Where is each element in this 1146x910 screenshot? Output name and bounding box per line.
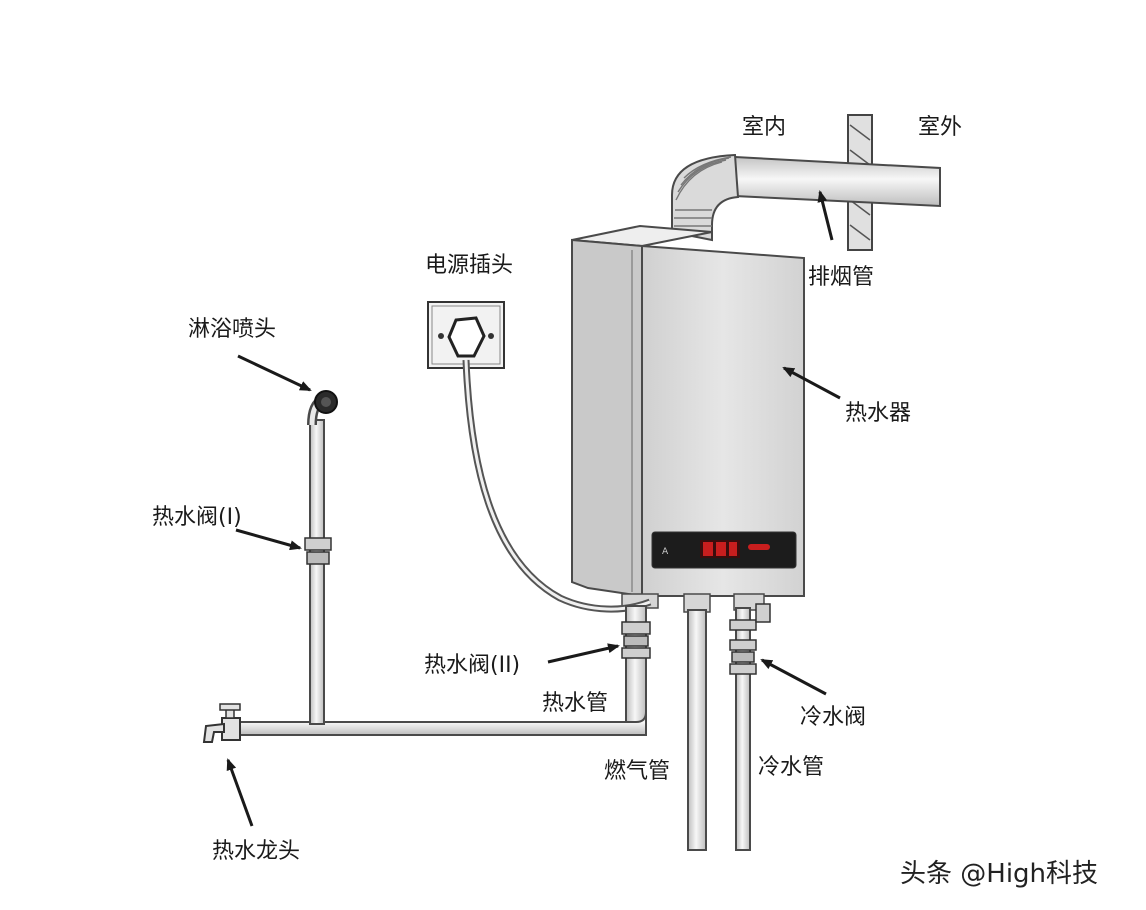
label-gas-pipe: 燃气管: [604, 759, 670, 784]
hot-water-pipe: [237, 419, 647, 736]
arrow-valve-1: [235, 528, 302, 551]
label-power-plug: 电源插头: [425, 253, 513, 278]
arrow-heater: [782, 366, 841, 400]
label-hot-pipe: 热水管: [542, 691, 608, 716]
arrow-valve-2: [547, 643, 620, 664]
label-water-heater: 热水器: [845, 401, 911, 426]
cold-valve: [729, 603, 771, 675]
arrow-faucet: [226, 758, 254, 827]
hot-valve-1: [304, 537, 332, 565]
label-hot-faucet: 热水龙头: [212, 839, 300, 864]
water-heater-unit: A: [571, 224, 805, 613]
hot-faucet: [202, 703, 241, 743]
label-shower-head: 淋浴喷头: [188, 317, 276, 342]
leader-arrows: [226, 190, 841, 827]
label-cold-pipe: 冷水管: [758, 755, 824, 780]
hot-valve-2: [621, 621, 651, 659]
watermark: 头条 @High科技: [900, 859, 1098, 889]
gas-pipe: [687, 609, 707, 851]
label-indoor: 室内: [742, 115, 786, 140]
arrow-cold-valve: [760, 658, 827, 696]
svg-text:A: A: [662, 547, 669, 557]
label-flue-pipe: 排烟管: [808, 265, 874, 290]
arrow-shower: [237, 354, 312, 392]
shower-head: [307, 390, 338, 426]
label-outdoor: 室外: [918, 115, 962, 140]
label-hot-valve-1: 热水阀(I): [152, 505, 242, 530]
arrow-flue: [817, 190, 834, 241]
label-hot-valve-2: 热水阀(II): [424, 653, 520, 678]
flue-pipe: [671, 153, 941, 242]
label-cold-valve: 冷水阀: [800, 705, 866, 730]
power-socket: [427, 301, 505, 369]
